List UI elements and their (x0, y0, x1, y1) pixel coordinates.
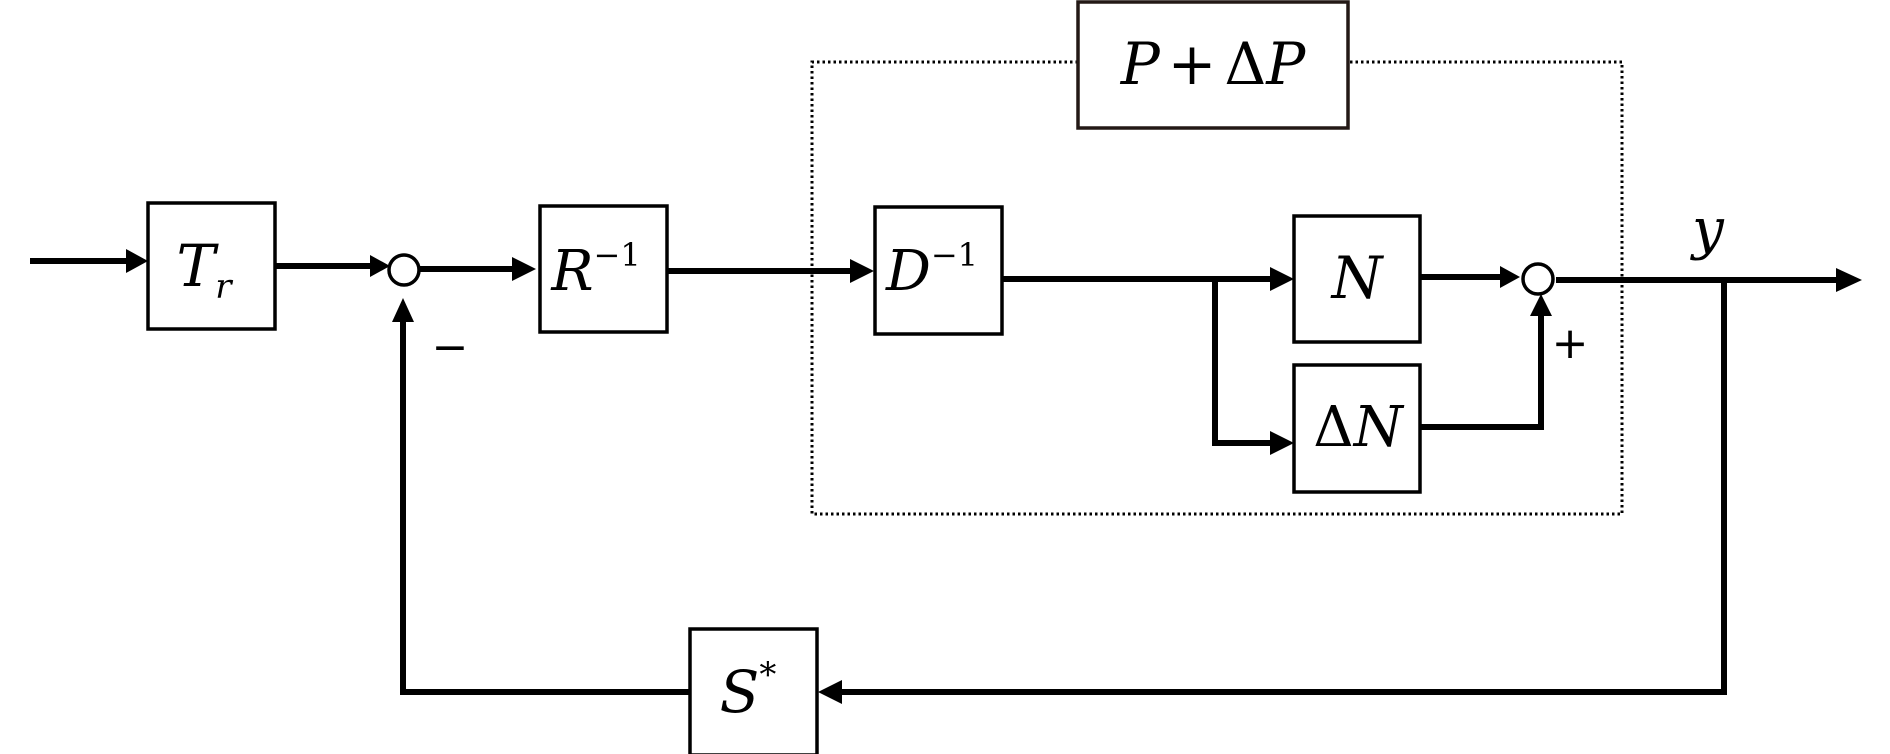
d-inverse-block: D−1 (873, 205, 1004, 336)
tr-main-label: T (177, 232, 220, 300)
feedback-minus-sign: − (432, 322, 469, 373)
feedback-to-sstar-arrow (818, 680, 842, 704)
n-block: N (1292, 214, 1422, 344)
summing-junction-output (1521, 262, 1555, 296)
plant-label-text: P+ΔP (1120, 30, 1307, 98)
r-inverse-main-label: R (550, 239, 593, 304)
feedback-tap-wire (842, 280, 1727, 695)
delta-n-main-label: N (1352, 395, 1405, 460)
branch-to-delta-n-wire (1212, 279, 1272, 446)
d-inverse-sup-label: −1 (931, 236, 978, 274)
svg-text:D−1: D−1 (885, 236, 978, 304)
svg-text:ΔN: ΔN (1313, 395, 1404, 460)
delta-n-block: ΔN (1292, 363, 1422, 494)
branch-to-delta-n-arrow (1270, 431, 1294, 455)
plant-label-block: P+ΔP (1076, 0, 1350, 130)
s-star-sup-label: * (759, 655, 776, 695)
output-arrow (1836, 268, 1862, 292)
r-inverse-sup-label: −1 (594, 236, 641, 274)
summing-junction-reference (387, 253, 421, 287)
delta-n-to-sum-arrow (1530, 294, 1552, 316)
tr-to-sum-arrow (370, 255, 390, 277)
tr-block: Tr (146, 201, 277, 331)
n-label: N (1330, 244, 1385, 312)
feedback-to-sum-arrow (392, 298, 414, 322)
sum-to-rinv-arrow (512, 257, 536, 281)
sstar-to-sum-wire (400, 322, 690, 695)
s-star-main-label: S (720, 658, 760, 726)
svg-text:Tr: Tr (177, 232, 234, 307)
rinv-to-dinv-arrow (850, 259, 874, 283)
dinv-to-n-arrow (1270, 267, 1294, 291)
svg-text:N: N (1330, 244, 1385, 312)
output-signal-label: y (1689, 197, 1725, 262)
input-arrow (126, 249, 148, 273)
tr-sub-label: r (215, 267, 233, 307)
plant-uncertainty-boundary (810, 60, 1624, 516)
s-star-block: S* (688, 627, 819, 754)
sum-plus-sign: + (1552, 318, 1589, 369)
delta-n-to-sum-wire (1420, 316, 1544, 430)
svg-text:S*: S* (720, 655, 777, 726)
d-inverse-main-label: D (885, 239, 931, 304)
svg-text:R−1: R−1 (550, 236, 640, 304)
n-to-sum-arrow (1500, 266, 1520, 288)
r-inverse-block: R−1 (538, 204, 669, 334)
delta-n-delta-label: Δ (1313, 395, 1353, 460)
